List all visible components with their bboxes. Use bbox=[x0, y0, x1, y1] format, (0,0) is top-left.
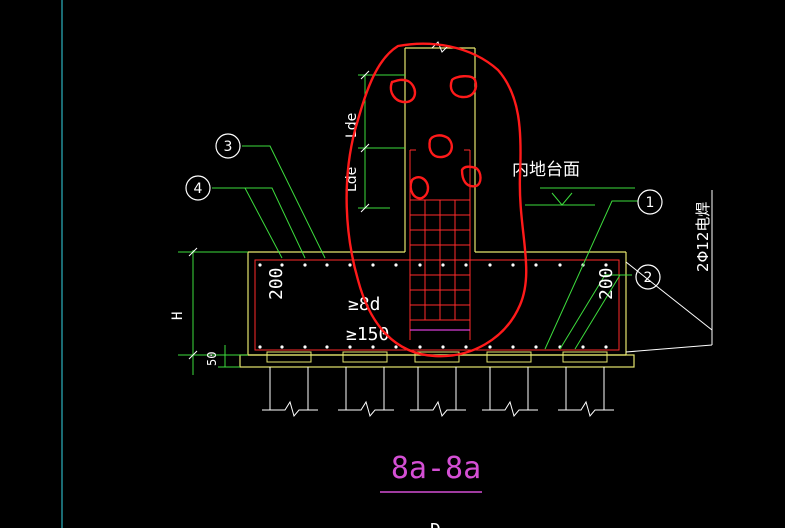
dim-200-right: 200 bbox=[596, 267, 617, 300]
column-rebar-cage bbox=[409, 149, 471, 340]
callout-circles bbox=[185, 133, 663, 290]
section-title: 8a-8a bbox=[391, 451, 481, 486]
min-8d-label: ≥8d bbox=[348, 294, 381, 315]
rebar-dots bbox=[258, 263, 608, 349]
markup-annotation bbox=[345, 42, 528, 358]
bottom-partial-label: D bbox=[430, 520, 441, 528]
inner-top-label: 内地台面 bbox=[512, 160, 580, 180]
dim-lde-upper: Ldе bbox=[344, 113, 360, 138]
rebar-note-label: 2Φ12电焊 bbox=[694, 202, 712, 272]
dim-200-left: 200 bbox=[266, 267, 287, 300]
dim-50-label: 50 bbox=[205, 352, 219, 366]
callout-1: 1 bbox=[646, 195, 655, 211]
rebar-note-leader bbox=[625, 190, 713, 353]
callout-4: 4 bbox=[194, 181, 203, 197]
height-h-label: H bbox=[170, 312, 186, 320]
callout-2: 2 bbox=[644, 270, 653, 286]
piles bbox=[262, 351, 614, 418]
callout-3: 3 bbox=[224, 139, 233, 155]
dimension-lines bbox=[178, 70, 638, 375]
min-150-label: ≥150 bbox=[346, 324, 389, 345]
